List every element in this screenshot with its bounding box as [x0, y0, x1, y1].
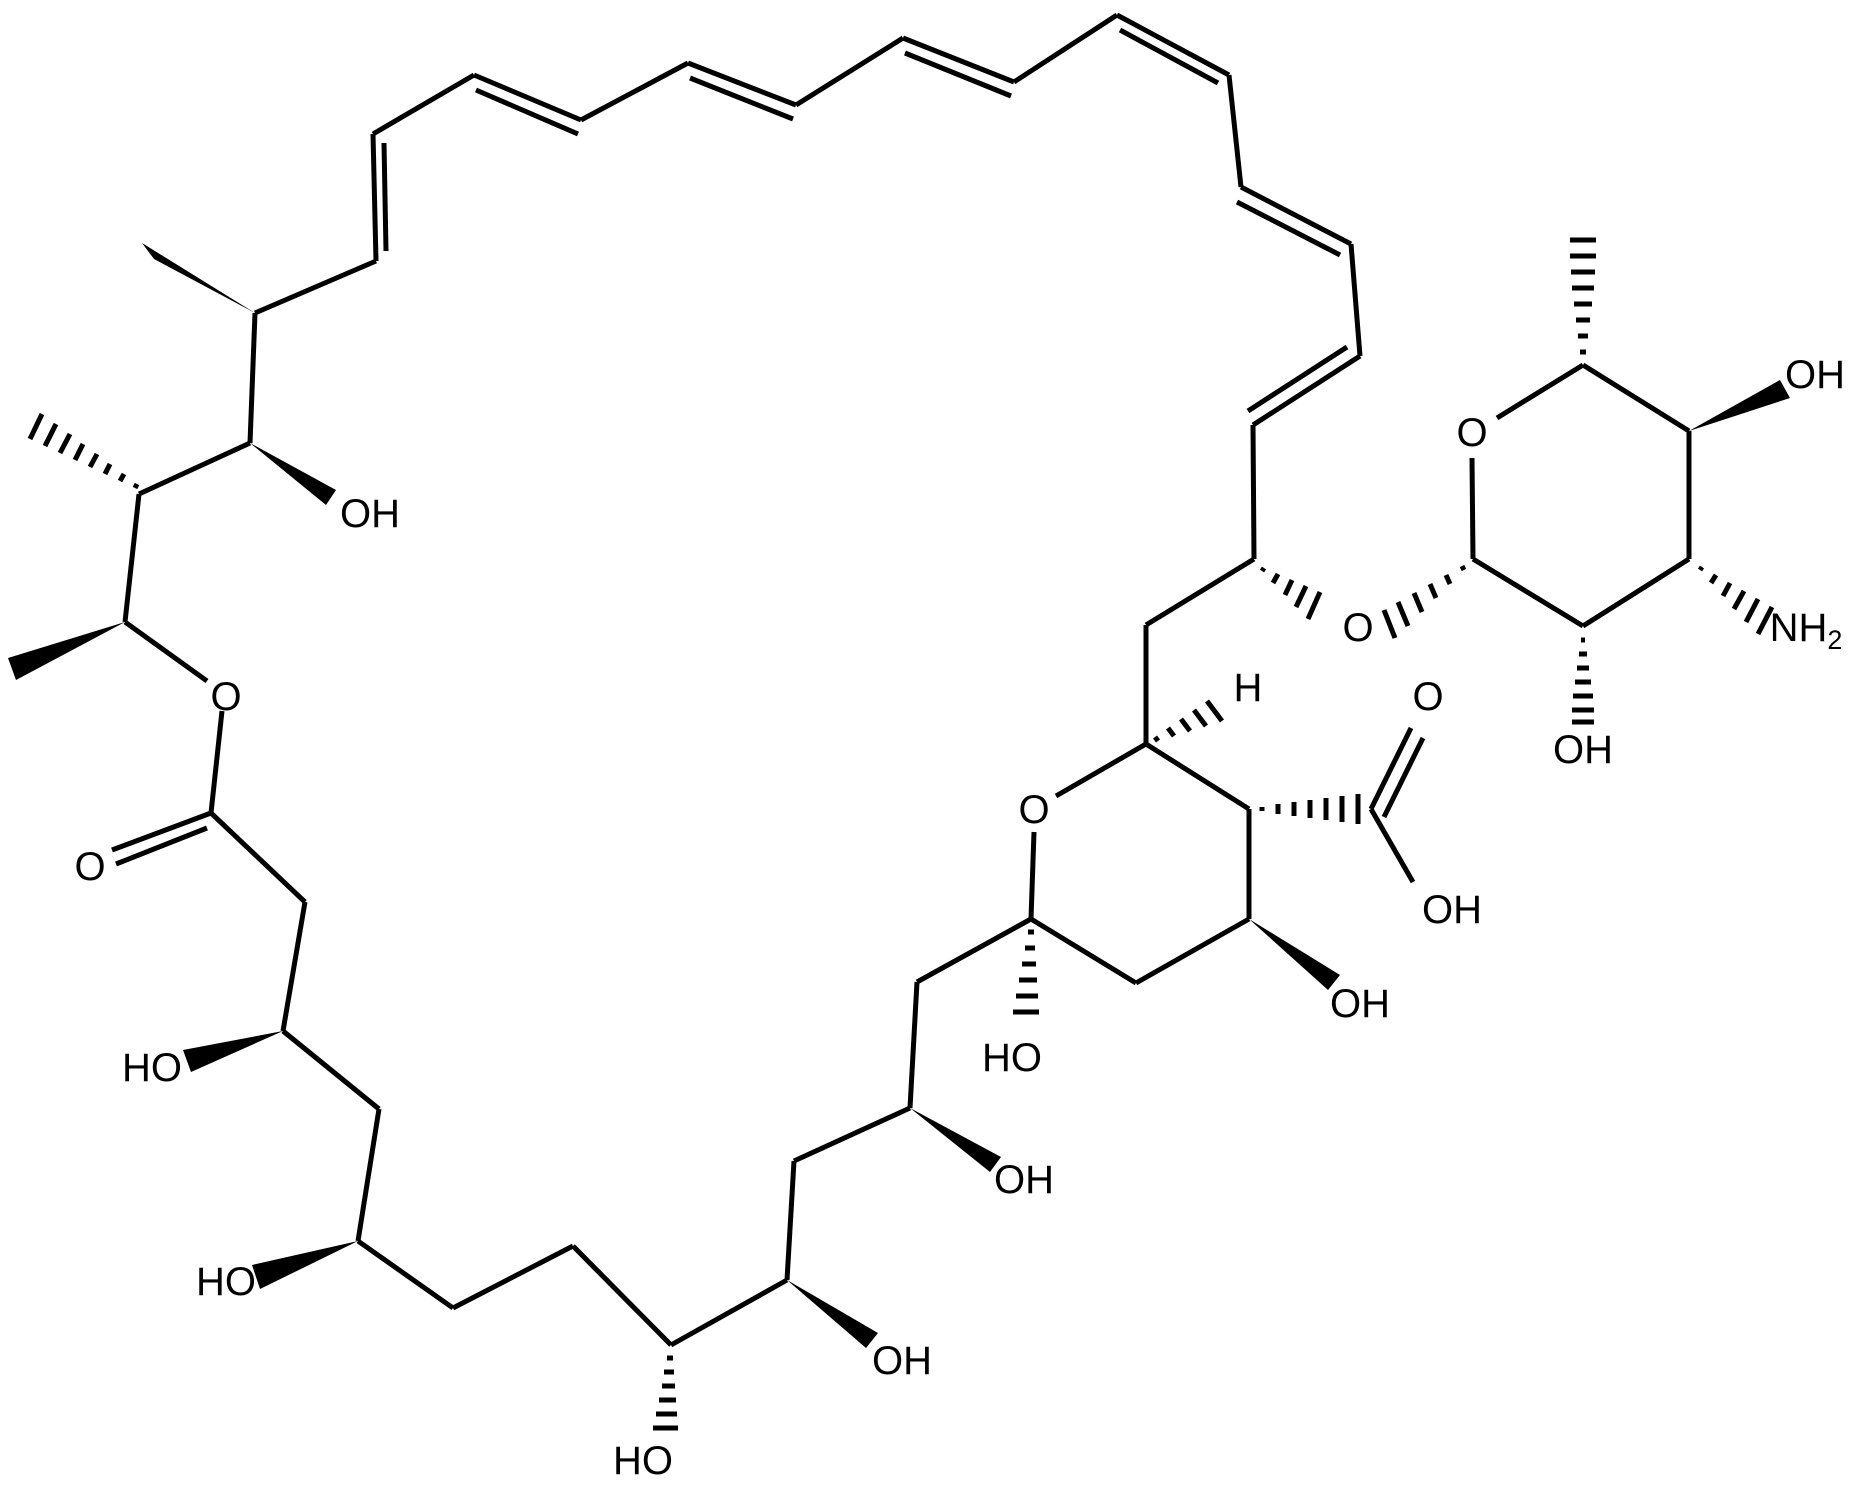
label-ho-2: HO	[196, 1260, 256, 1304]
label-acid-o: O	[1412, 675, 1443, 719]
sugar-ring	[1259, 237, 1790, 725]
hashed-glyco-o	[1259, 566, 1323, 621]
atom-labels: OH O O HO HO HO OH OH HO O OH H O OH O O…	[74, 353, 1845, 1483]
label-sugar-nh2: NH2	[1770, 606, 1843, 655]
polyene-chain	[254, 12, 1363, 744]
label-ester-o: O	[210, 675, 241, 719]
label-ho-3: HO	[613, 1439, 673, 1483]
label-sugar-oh-bottom: OH	[1553, 728, 1613, 772]
label-ho-1: HO	[122, 1046, 182, 1090]
hashed-ketal-oh	[1013, 929, 1039, 1015]
label-ring-o: O	[1018, 788, 1049, 832]
left-chain	[8, 243, 1033, 1431]
nh-subscript: 2	[1827, 625, 1842, 655]
hemiketal-ring	[1013, 699, 1426, 1015]
hashed-methyl	[27, 412, 140, 490]
label-oh-top-left: OH	[340, 492, 400, 536]
hashed-sugar-oh	[1572, 637, 1594, 725]
nh-text: NH	[1770, 606, 1828, 650]
hashed-oh-bottom	[653, 1355, 678, 1431]
label-glyco-o: O	[1342, 606, 1373, 650]
label-acid-oh: OH	[1422, 888, 1482, 932]
label-oh-4: OH	[872, 1339, 932, 1383]
label-oh-ring: OH	[1330, 982, 1390, 1026]
label-oh-5: OH	[994, 1158, 1054, 1202]
label-ketal-ho: HO	[982, 1036, 1042, 1080]
hashed-nh2	[1697, 565, 1775, 636]
label-sugar-o: O	[1456, 411, 1487, 455]
label-carbonyl-o: O	[74, 845, 105, 889]
hashed-cooh	[1259, 794, 1361, 824]
hashed-sugar-methyl	[1570, 237, 1596, 355]
label-sugar-oh-top: OH	[1785, 353, 1845, 397]
hashed-h	[1153, 699, 1224, 743]
label-h-ring: H	[1234, 666, 1263, 710]
hashed-anomeric	[1381, 564, 1467, 639]
